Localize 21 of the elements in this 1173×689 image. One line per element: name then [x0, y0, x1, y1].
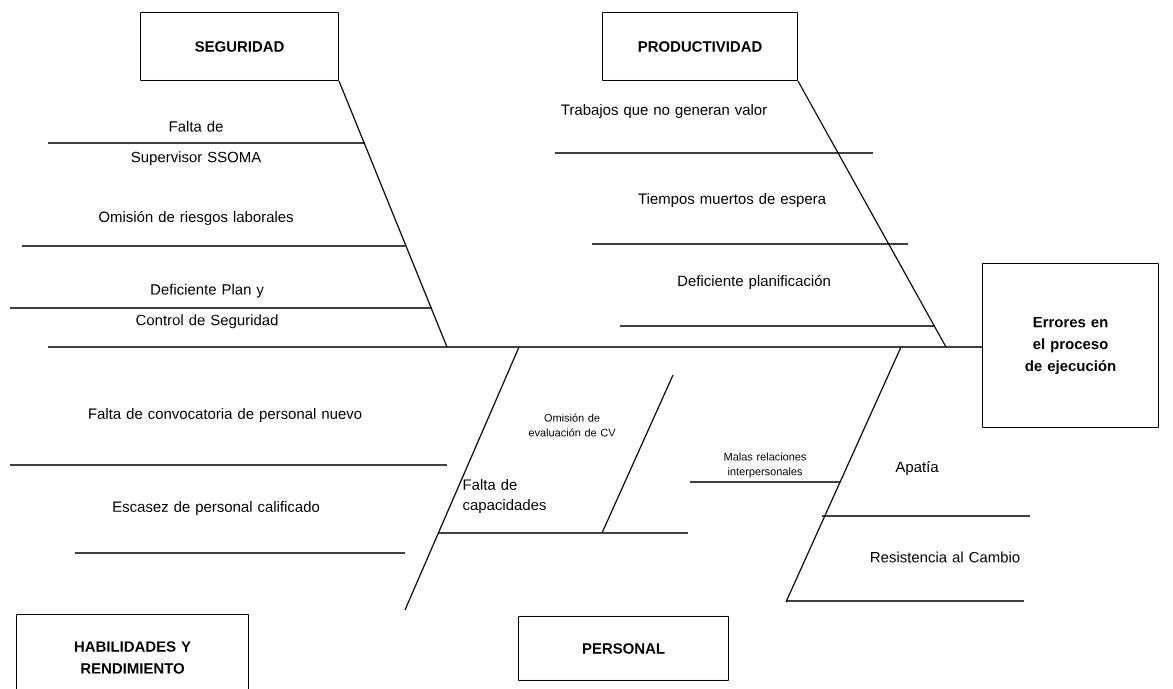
cause-text: Omisión de evaluación de CV — [528, 413, 616, 437]
cause-text: Tiempos muertos de espera — [638, 193, 826, 207]
cause-text: Deficiente planificación — [678, 274, 830, 290]
cause-text: Trabajos que no generan valor — [561, 104, 767, 118]
category-box: PERSONAL — [518, 616, 729, 681]
cause-text: Falta de capacidades — [463, 478, 546, 514]
cause-text: Resistencia al Cambio — [871, 551, 1020, 563]
category-box: HABILIDADES Y RENDIMIENTO — [16, 614, 249, 689]
cause-text: Apatía — [895, 460, 939, 476]
category-box: PRODUCTIVIDAD — [602, 12, 798, 81]
cause-text: Falta de convocatoria de personal nuevo — [89, 408, 362, 422]
cause-text: Malas relaciones interpersonales — [724, 452, 806, 478]
cause-text: Deficiente Plan y Control de Seguridad — [136, 283, 278, 329]
category-box: SEGURIDAD — [140, 12, 339, 81]
cause-text: Omisión de riesgos laborales — [99, 210, 293, 226]
cause-text: Falta de Supervisor SSOMA — [131, 120, 262, 166]
bone-line — [797, 80, 947, 348]
bone-line — [47, 346, 983, 348]
category-box: Errores en el proceso de ejecución — [982, 263, 1159, 428]
cause-text: Escasez de personal calificado — [113, 501, 320, 515]
bone-line — [338, 80, 448, 348]
